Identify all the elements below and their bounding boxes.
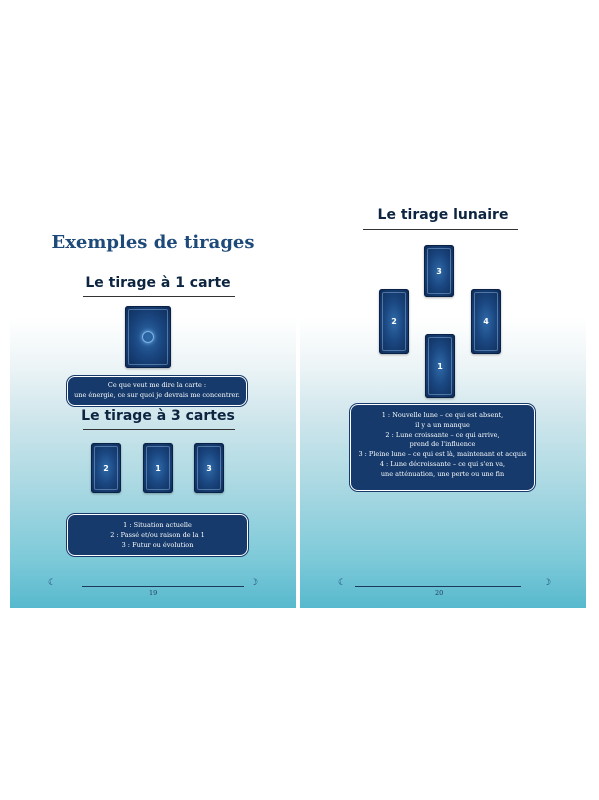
card-number: 2: [391, 317, 397, 326]
lunar-heading-rule: [363, 229, 518, 230]
box-line: 1 : Situation actuelle: [123, 521, 192, 529]
card-position-3: 3: [194, 443, 224, 493]
card-position-2: 2: [91, 443, 121, 493]
footer-rule: [82, 586, 244, 587]
right-page: Le tirage lunaire 3 2 4 1 1 : Nouvelle l…: [300, 188, 586, 608]
one-card-info-box: Ce que veut me dire la carte : une énerg…: [67, 376, 247, 406]
crescent-moon-icon: ☾: [48, 578, 57, 588]
card-position-2: 2: [379, 289, 409, 354]
one-card-heading-rule: [83, 296, 235, 297]
footer-rule: [355, 586, 521, 587]
card-position-1: 1: [143, 443, 173, 493]
card-position-1: 1: [425, 334, 455, 398]
card-number: 3: [436, 266, 442, 276]
card-number: 4: [483, 317, 489, 326]
crescent-moon-icon: ☾: [338, 578, 347, 588]
card-number: 2: [103, 463, 109, 473]
box-line: Ce que veut me dire la carte :: [107, 381, 207, 389]
page-number: 19: [149, 589, 158, 597]
card-number: 3: [206, 463, 212, 473]
box-line: une énergie, ce sur quoi je devrais me c…: [74, 390, 240, 399]
box-line: 3 : Pleine lune – ce qui est là, mainten…: [358, 450, 527, 458]
card-number: 1: [155, 463, 161, 473]
card-emblem-icon: [142, 331, 154, 343]
box-line: une atténuation, une perte ou une fin: [380, 469, 505, 478]
card-position-4: 4: [471, 289, 501, 354]
box-line: 2 : Passé et/ou raison de la 1: [110, 530, 205, 539]
single-card: [125, 306, 171, 368]
three-card-heading: Le tirage à 3 cartes: [81, 408, 235, 424]
card-position-3: 3: [424, 245, 454, 297]
three-card-info-box: 1 : Situation actuelle 2 : Passé et/ou r…: [67, 514, 248, 556]
box-line: 1 : Nouvelle lune – ce qui est absent,: [381, 411, 504, 419]
left-page: Exemples de tirages Le tirage à 1 carte …: [10, 188, 296, 608]
lunar-info-box: 1 : Nouvelle lune – ce qui est absent, i…: [350, 404, 535, 491]
page-title: Exemples de tirages: [51, 232, 255, 253]
box-line: il y a un manque: [415, 420, 470, 429]
box-line: 4 : Lune décroissante – ce qui s'en va,: [379, 459, 506, 468]
box-line: 2 : Lune croissante – ce qui arrive,: [385, 430, 500, 439]
one-card-heading: Le tirage à 1 carte: [85, 275, 231, 291]
card-number: 1: [437, 361, 443, 371]
lunar-heading: Le tirage lunaire: [377, 207, 509, 223]
crescent-moon-icon: ☽: [543, 578, 552, 588]
three-card-heading-rule: [83, 429, 235, 430]
box-line: 3 : Futur ou évolution: [121, 540, 194, 549]
crescent-moon-icon: ☽: [250, 578, 259, 588]
box-line: prend de l'influence: [409, 440, 476, 449]
page-number: 20: [435, 589, 444, 597]
